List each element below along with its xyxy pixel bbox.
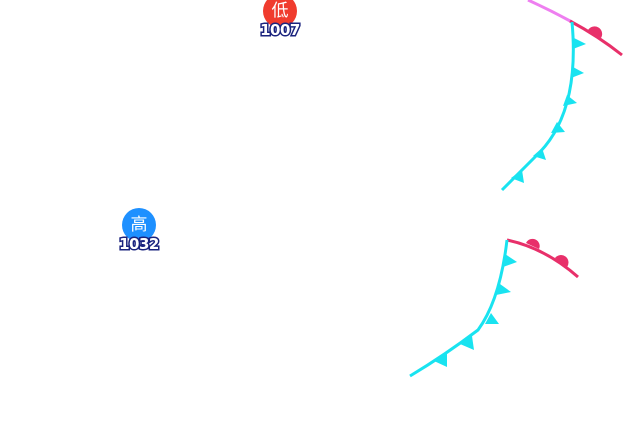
high-pressure-symbol: 高 bbox=[122, 208, 156, 242]
low-pressure-value: 1007 bbox=[259, 20, 302, 41]
low-pressure-center[interactable]: 低 1007 bbox=[250, 0, 310, 41]
cold-front-triangle bbox=[496, 284, 511, 295]
cold-front-triangle bbox=[460, 336, 474, 350]
cold-front-triangle bbox=[573, 38, 586, 49]
high-pressure-center[interactable]: 高 1032 bbox=[109, 208, 169, 255]
cold-front-lower bbox=[409, 239, 517, 378]
cold-front-triangle bbox=[551, 122, 565, 133]
cold-front-triangle bbox=[503, 254, 517, 267]
cold-front-triangle bbox=[533, 148, 546, 160]
warm-front-semicircle bbox=[555, 255, 569, 267]
cold-front-triangle bbox=[563, 95, 577, 106]
warm-front-upper bbox=[569, 19, 623, 57]
cold-front-upper bbox=[500, 21, 586, 192]
isobar-line bbox=[527, 0, 573, 24]
cold-front-triangle bbox=[434, 353, 447, 367]
cold-front-triangle bbox=[511, 170, 524, 183]
warm-front-lower bbox=[506, 238, 579, 279]
cold-front-triangle bbox=[485, 313, 499, 324]
warm-front-semicircle bbox=[526, 238, 540, 249]
high-pressure-value: 1032 bbox=[118, 234, 161, 255]
warm-front-semicircle bbox=[588, 26, 603, 38]
cold-front-triangle bbox=[571, 67, 584, 78]
low-pressure-symbol: 低 bbox=[263, 0, 297, 28]
